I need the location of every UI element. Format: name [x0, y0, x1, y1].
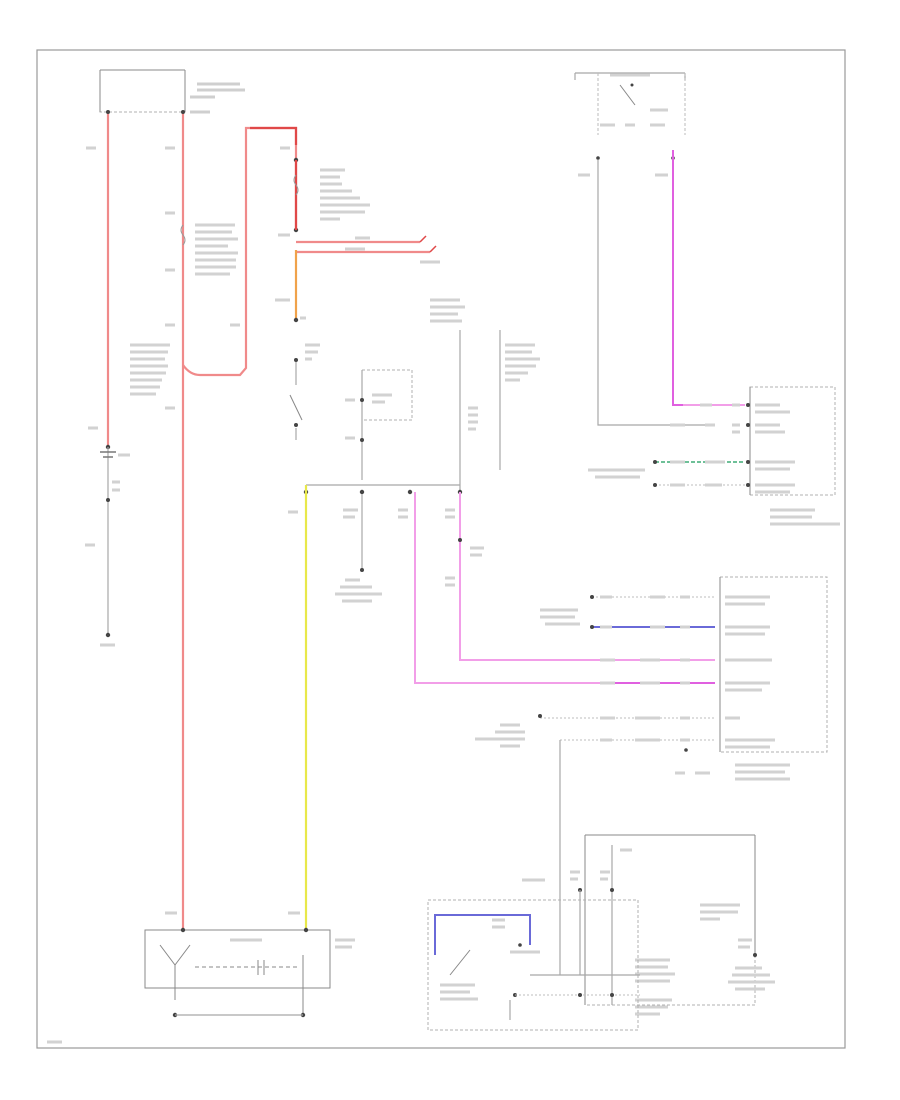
ecm-pin-labels — [475, 595, 710, 775]
junction-dot — [538, 714, 542, 718]
junction-dot — [590, 625, 594, 629]
clutch-interlock-switch — [289, 343, 320, 440]
junction-dot — [653, 483, 657, 487]
bcm-pin-labels — [670, 403, 740, 434]
junction-dot — [610, 993, 614, 997]
starter-motor — [144, 911, 355, 1018]
junction-dot — [181, 110, 185, 114]
wire-generator-top — [250, 126, 298, 145]
junction-dot — [293, 317, 299, 323]
automatic-transmission-assembly — [522, 834, 775, 1016]
ground-g102 — [335, 494, 382, 603]
body-control-module — [746, 386, 840, 526]
ignition-switch — [430, 298, 540, 490]
fuse-box-top — [99, 69, 245, 114]
engine-control-module — [719, 576, 828, 781]
left-fuse-labels — [86, 146, 170, 396]
transmission-range-switch — [427, 899, 639, 1031]
starter-cut-relay — [345, 369, 413, 480]
junction-dot — [106, 110, 110, 114]
junction-dot — [578, 993, 582, 997]
wire-starter-cut-ecm — [459, 492, 715, 661]
junction-dot — [359, 489, 365, 495]
generator-labels — [278, 146, 370, 237]
fuse-labels-center — [165, 146, 240, 410]
can-labels — [588, 460, 725, 487]
wire-bcm-ground — [597, 160, 715, 426]
transmission-range-switch-top — [574, 72, 686, 177]
junction-dot — [653, 460, 657, 464]
wire-bcm-signal — [672, 150, 745, 406]
junction-dot — [407, 489, 413, 495]
junction-dot — [590, 595, 594, 599]
wire-generator-loop — [182, 126, 298, 377]
diagram-frame — [36, 49, 846, 1049]
battery — [85, 426, 130, 647]
